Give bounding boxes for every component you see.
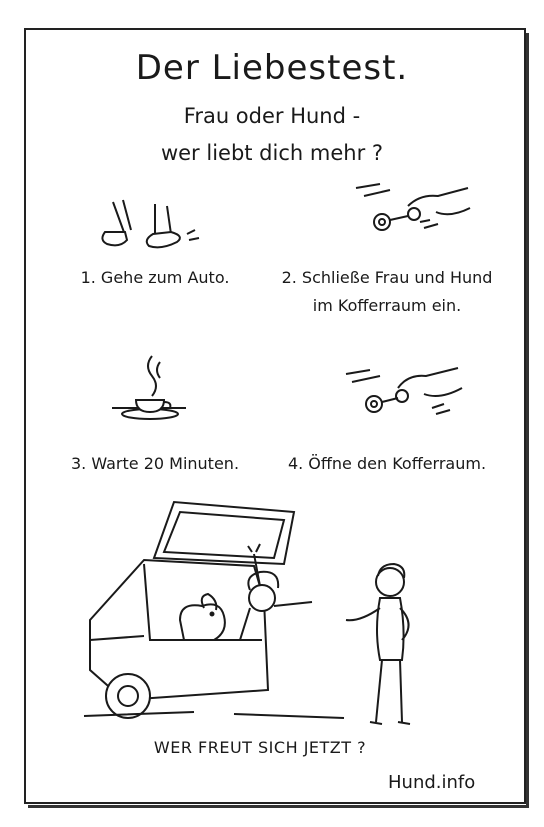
step-4-label: 4. Öffne den Kofferraum.: [287, 454, 487, 473]
step-2-label-line-1: 2. Schließe Frau und Hund: [281, 268, 493, 287]
step-2-label-line-2: im Kofferraum ein.: [312, 296, 462, 315]
coffee-cup-icon: [112, 355, 186, 420]
subtitle-line-2: wer liebt dich mehr ?: [160, 141, 384, 165]
comic-shadow: [28, 33, 529, 808]
key-in-lock-icon: [355, 183, 471, 231]
question-text: WER FREUT SICH JETZT ?: [153, 738, 367, 757]
walking-feet-icon: [101, 199, 200, 249]
brand-logo-text: Hund.info: [388, 772, 476, 793]
page-title: Der Liebestest.: [135, 48, 409, 88]
step-3-label: 3. Warte 20 Minuten.: [70, 454, 240, 473]
step-1-label: 1. Gehe zum Auto.: [80, 268, 230, 287]
key-in-lock-icon-2: [345, 367, 463, 415]
subtitle-line-1: Frau oder Hund -: [183, 104, 361, 128]
car-trunk-scene-illustration: [83, 500, 411, 725]
